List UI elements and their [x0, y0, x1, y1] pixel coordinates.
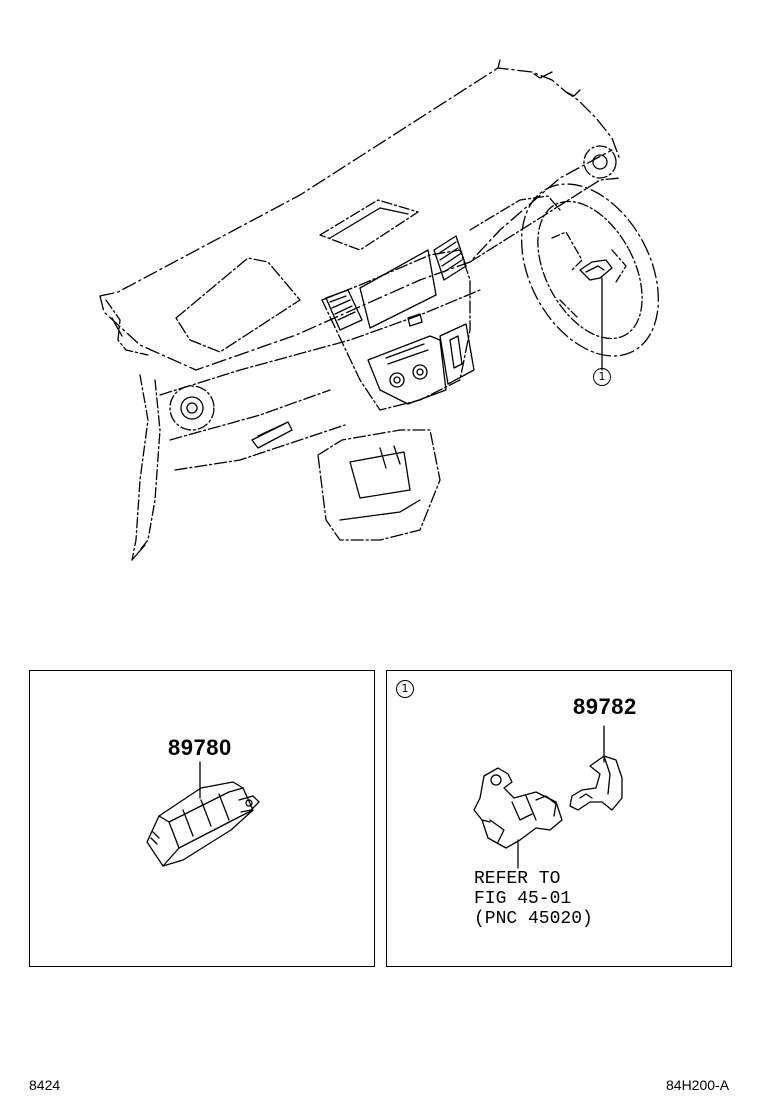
- part-number-89782: 89782: [573, 694, 637, 719]
- left-part-panel: [29, 670, 375, 967]
- page-code: 8424: [29, 1077, 61, 1093]
- dashboard-illustration: [99, 59, 660, 561]
- refer-note-line-3: (PNC 45020): [474, 909, 593, 929]
- illustration-code: 84H200-A: [666, 1077, 730, 1093]
- part-number-89780: 89780: [168, 735, 232, 760]
- refer-note-line-1: REFER TO: [474, 869, 561, 889]
- module-89780-illustration: [146, 761, 260, 867]
- reference-marker-1: 1: [593, 368, 611, 386]
- right-part-panel: [386, 670, 732, 967]
- switch-assembly-illustration: [473, 725, 623, 869]
- refer-note-line-2: FIG 45-01: [474, 889, 572, 909]
- panel-marker-1: 1: [396, 680, 414, 698]
